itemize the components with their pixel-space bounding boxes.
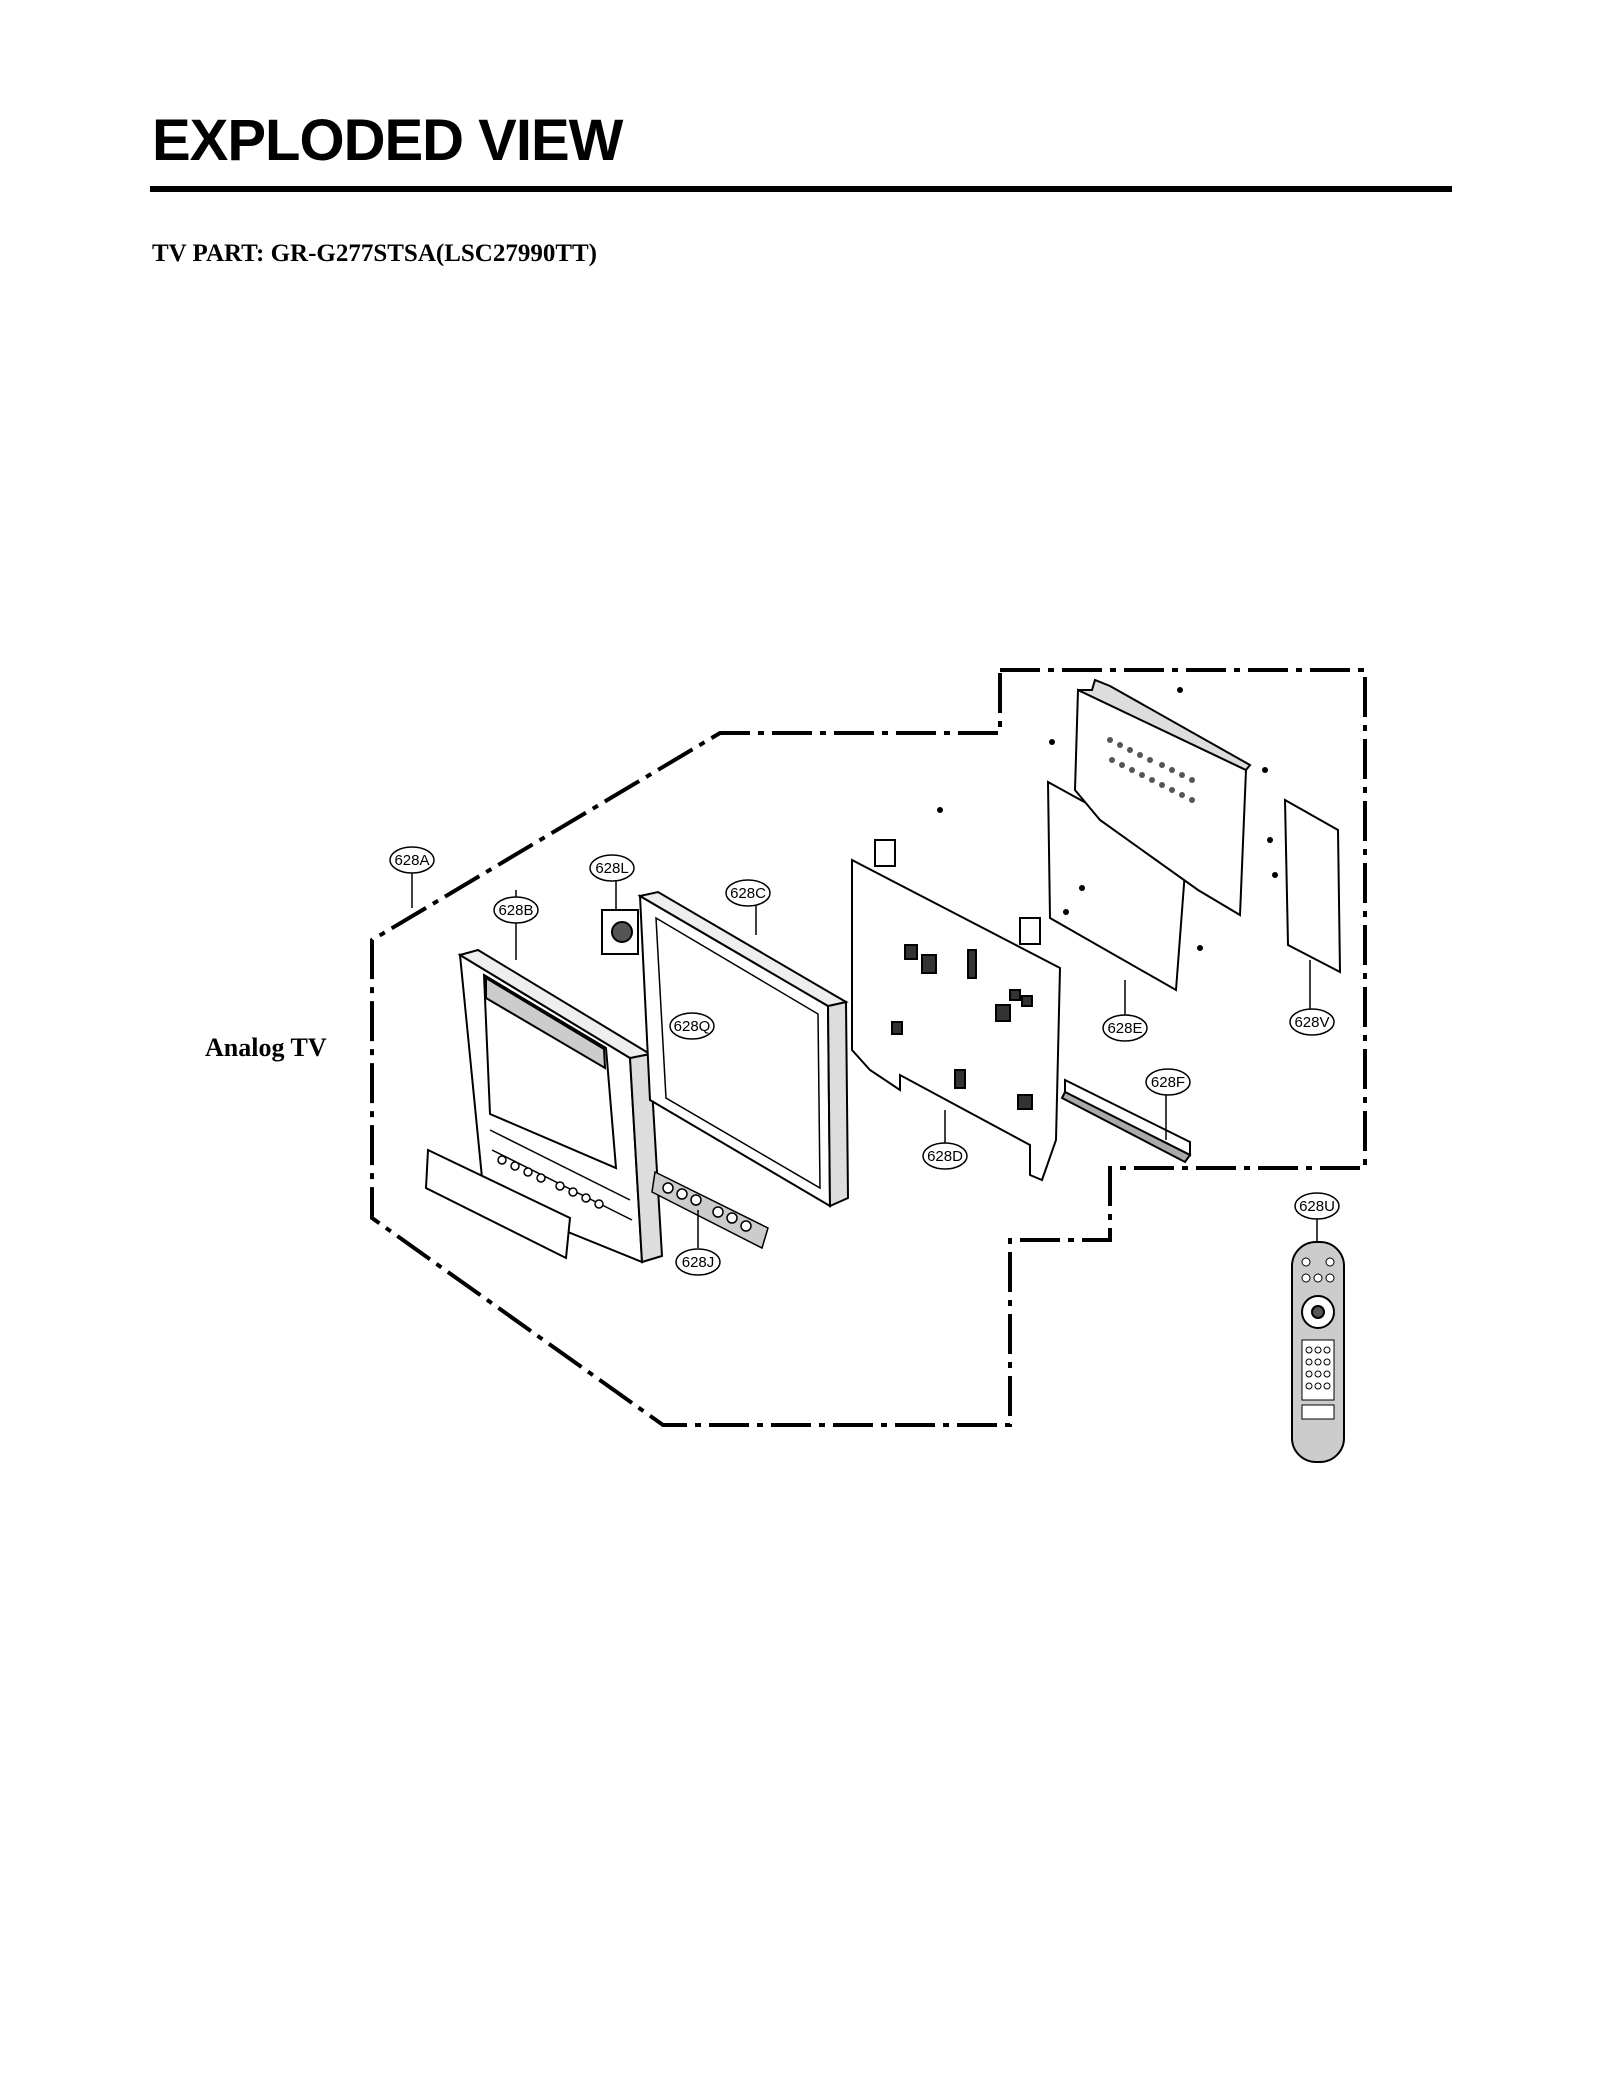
stand-bracket-part [1060, 1078, 1192, 1164]
svg-text:628B: 628B [498, 902, 533, 919]
callout-628Q: 628Q [669, 1012, 715, 1040]
remote-buttons [1301, 1257, 1335, 1390]
svg-text:628L: 628L [595, 860, 628, 877]
callout-628V: 628V [1289, 1008, 1335, 1036]
lcd-panel-part [637, 890, 850, 1208]
svg-text:628C: 628C [730, 885, 766, 902]
speaker-left-part [601, 909, 639, 955]
svg-text:628D: 628D [927, 1148, 963, 1165]
callout-628D: 628D [922, 1142, 968, 1170]
callout-628L: 628L [589, 854, 635, 882]
screw-marks [937, 687, 1278, 951]
callout-628B: 628B [493, 896, 539, 924]
callout-628U: 628U [1294, 1192, 1340, 1220]
callout-628A: 628A [389, 846, 435, 874]
svg-text:628U: 628U [1299, 1198, 1335, 1215]
title-rule [150, 186, 1452, 192]
page-subtitle: TV PART: GR-G277STSA(LSC27990TT) [152, 240, 598, 267]
svg-text:628V: 628V [1294, 1014, 1329, 1031]
svg-text:628F: 628F [1151, 1074, 1185, 1091]
group-label-analog-tv: Analog TV [205, 1033, 327, 1062]
svg-text:628E: 628E [1107, 1020, 1142, 1037]
callout-628J: 628J [675, 1248, 721, 1276]
front-bar-part [424, 1148, 572, 1260]
front-button-dots [497, 1155, 604, 1209]
svg-text:628Q: 628Q [674, 1018, 711, 1035]
side-board-part [1283, 798, 1342, 974]
page-title: EXPLODED VIEW [152, 108, 623, 173]
front-cabinet-part [457, 948, 664, 1264]
callout-628E: 628E [1102, 1014, 1148, 1042]
chassis-frame-part [851, 839, 1062, 1182]
control-pcb-part [651, 1170, 769, 1250]
callout-628C: 628C [725, 879, 771, 907]
svg-text:628J: 628J [682, 1254, 715, 1271]
group-boundary [370, 668, 1367, 1427]
svg-text:628A: 628A [394, 852, 429, 869]
shield-holes [1107, 737, 1195, 803]
callout-628F: 628F [1145, 1068, 1191, 1096]
